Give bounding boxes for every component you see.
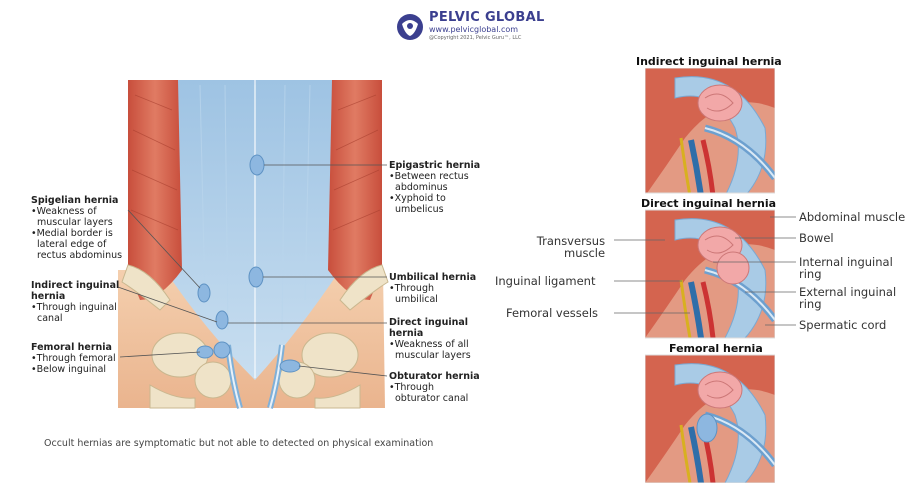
direct-inguinal-hernia-label: Direct inguinal hernia •Weakness of all … xyxy=(389,317,471,361)
spermatic-cord-label: Spermatic cord xyxy=(799,318,887,332)
logo-title: PELVIC GLOBAL xyxy=(429,10,545,25)
pelvic-global-logo: PELVIC GLOBAL www.pelvicglobal.com @Copy… xyxy=(395,10,545,46)
obturator-hernia-label: Obturator hernia •Through obturator cana… xyxy=(389,371,480,404)
left-oblique-muscle xyxy=(128,80,182,300)
indirect-bulge xyxy=(215,310,229,330)
internal-inguinal-ring-label: Internal inguinal ring xyxy=(799,255,893,281)
external-inguinal-ring-label: External inguinal ring xyxy=(799,285,897,311)
caption: Occult hernias are symptomatic but not a… xyxy=(44,438,434,449)
rectus-sheath xyxy=(165,80,340,380)
logo-url: www.pelvicglobal.com xyxy=(429,25,519,34)
umbilical-hernia-label: Umbilical hernia •Through umbilical xyxy=(389,272,477,305)
right-oblique-muscle xyxy=(328,80,382,300)
direct-bulge xyxy=(213,341,231,359)
abdominal-muscle-label: Abdominal muscle xyxy=(799,210,906,224)
logo-copyright: @Copyright 2021, Pelvic Guru™, LLC xyxy=(429,35,522,41)
indirect-inguinal-hernia-label: Indirect inguinal hernia •Through inguin… xyxy=(31,280,120,324)
indirect-inguinal-title: Indirect inguinal hernia xyxy=(636,55,782,68)
logo-icon xyxy=(397,14,423,40)
femoral-hernia-title: Femoral hernia xyxy=(669,342,763,355)
transversus-muscle-label: Transversus muscle xyxy=(536,234,606,260)
inguinal-cross-sections xyxy=(645,68,775,483)
femoral-hernia-label: Femoral hernia •Through femoral •Below i… xyxy=(31,342,116,375)
spigelian-hernia-label: Spigelian hernia •Weakness of muscular l… xyxy=(31,195,123,261)
spigelian-bulge xyxy=(197,283,211,303)
inguinal-ligament-label: Inguinal ligament xyxy=(495,274,596,288)
direct-inguinal-title: Direct inguinal hernia xyxy=(641,197,777,210)
epigastric-hernia-label: Epigastric hernia •Between rectus abdomi… xyxy=(389,160,481,215)
bowel-label: Bowel xyxy=(799,231,834,245)
femoral-vessels-label: Femoral vessels xyxy=(506,306,599,320)
